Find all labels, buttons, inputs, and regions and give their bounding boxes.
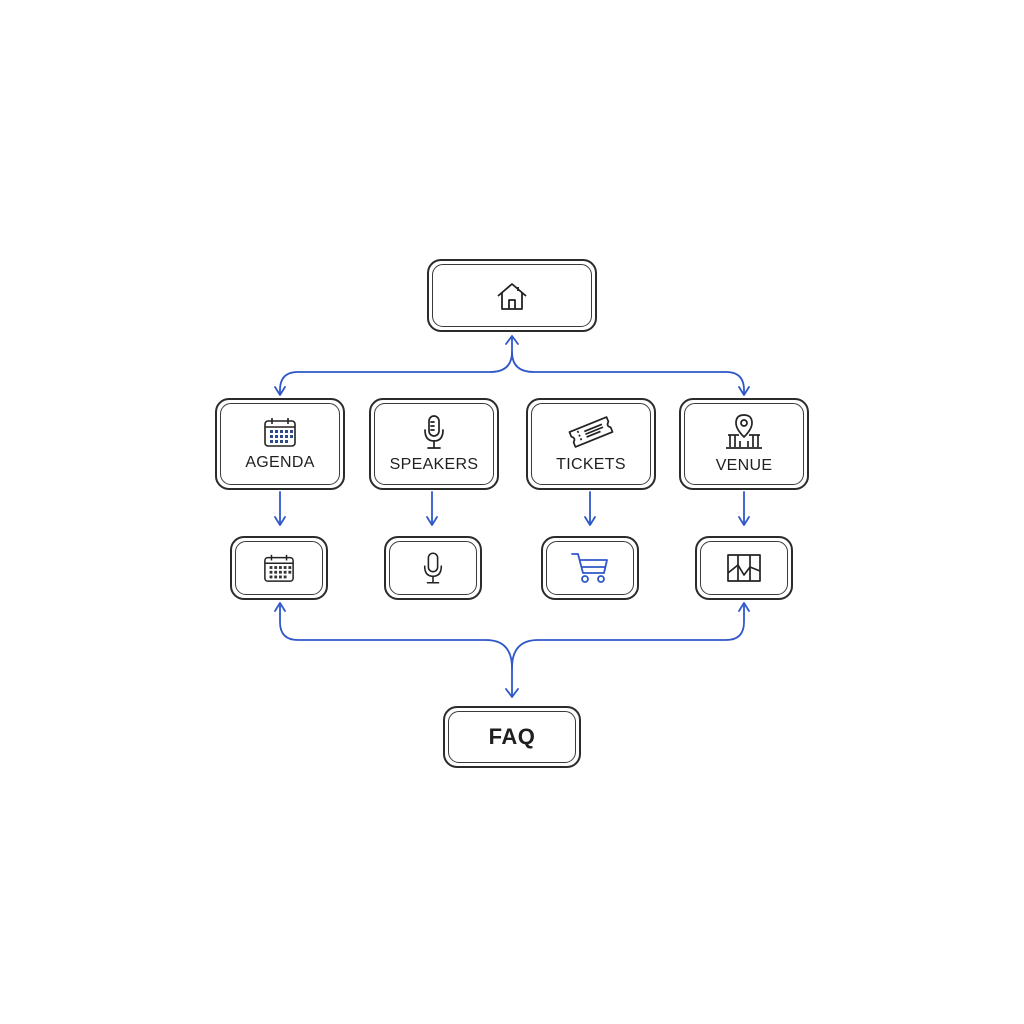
connector-home-branch xyxy=(279,337,513,395)
map-icon xyxy=(726,553,762,583)
microphone-icon xyxy=(421,414,447,450)
agenda-sub-node[interactable] xyxy=(230,536,328,600)
tickets-sub-node[interactable] xyxy=(541,536,639,600)
arrowhead-venue-sub-up xyxy=(738,602,750,612)
home-icon xyxy=(495,281,529,311)
connector-home-branch-right xyxy=(511,351,745,395)
agenda-node[interactable]: AGENDA xyxy=(215,398,345,490)
faq-label: FAQ xyxy=(488,724,536,749)
tickets-label: TICKETS xyxy=(556,456,626,473)
venue-location-icon xyxy=(724,413,764,451)
venue-sub-node[interactable] xyxy=(695,536,793,600)
faq-node[interactable]: FAQ xyxy=(443,706,581,768)
connector-faq-merge-right xyxy=(511,605,745,669)
connector-faq-merge-left xyxy=(279,605,513,669)
venue-label: VENUE xyxy=(715,457,773,474)
calendar-icon xyxy=(263,552,295,584)
speakers-label: SPEAKERS xyxy=(389,456,479,473)
venue-node[interactable]: VENUE xyxy=(679,398,809,490)
agenda-label: AGENDA xyxy=(245,454,315,471)
speakers-sub-node[interactable] xyxy=(384,536,482,600)
arrowhead-home xyxy=(505,335,519,345)
arrowhead-venue xyxy=(738,386,750,396)
arrowhead-agenda xyxy=(274,386,286,396)
microphone-icon xyxy=(421,550,445,586)
home-node[interactable] xyxy=(427,259,597,332)
calendar-icon xyxy=(263,416,297,448)
shopping-cart-icon xyxy=(570,551,610,585)
tickets-node[interactable]: TICKETS xyxy=(526,398,656,490)
speakers-node[interactable]: SPEAKERS xyxy=(369,398,499,490)
arrowhead-agenda-sub-up xyxy=(274,602,286,612)
ticket-icon xyxy=(566,414,616,450)
